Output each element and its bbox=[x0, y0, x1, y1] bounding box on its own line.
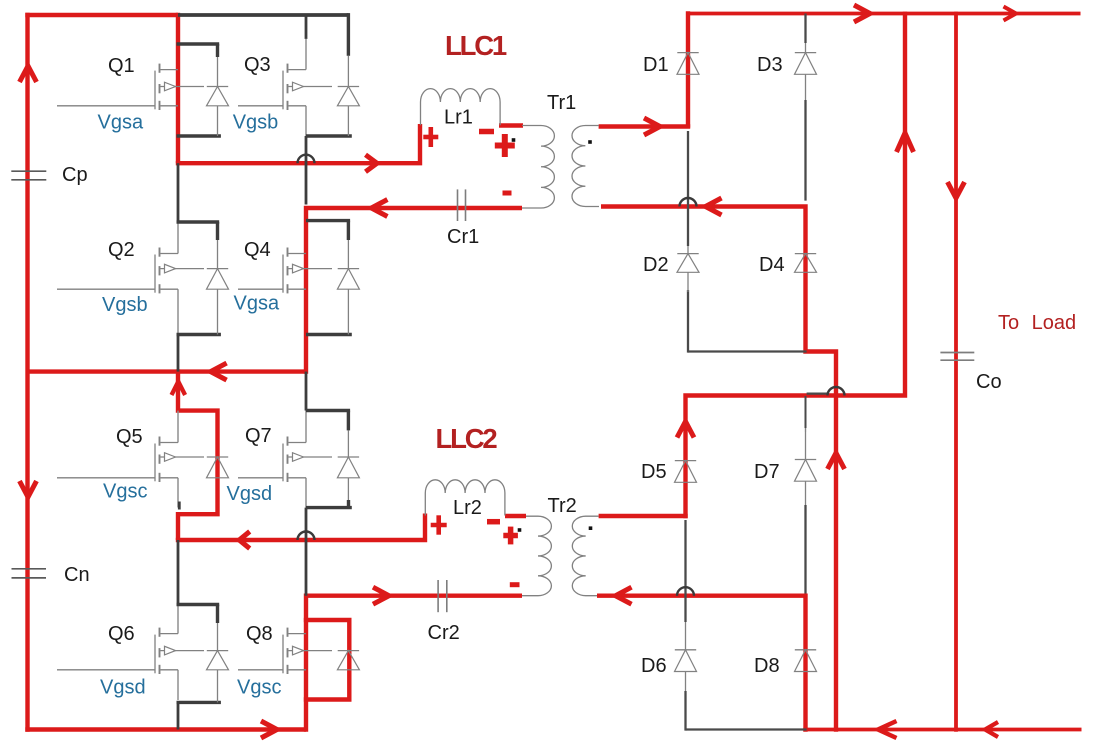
svg-text:Q1: Q1 bbox=[108, 55, 135, 77]
svg-text:Cn: Cn bbox=[64, 564, 90, 586]
svg-text:D7: D7 bbox=[754, 461, 780, 483]
svg-text:Tr1: Tr1 bbox=[547, 92, 576, 114]
svg-text:Vgsd: Vgsd bbox=[227, 483, 273, 505]
svg-text:Q4: Q4 bbox=[244, 239, 271, 261]
svg-text:D5: D5 bbox=[641, 461, 667, 483]
svg-text:To Load: To Load bbox=[998, 312, 1076, 334]
svg-text:D4: D4 bbox=[759, 254, 785, 276]
svg-text:Q3: Q3 bbox=[244, 54, 271, 76]
svg-text:Cr2: Cr2 bbox=[428, 622, 460, 644]
svg-text:D6: D6 bbox=[641, 655, 667, 677]
svg-text:D1: D1 bbox=[643, 54, 669, 76]
svg-text:Cr1: Cr1 bbox=[447, 226, 479, 248]
svg-text:Q7: Q7 bbox=[245, 425, 272, 447]
svg-text:Q8: Q8 bbox=[246, 623, 273, 645]
svg-text:Q2: Q2 bbox=[108, 239, 135, 261]
svg-text:Co: Co bbox=[976, 371, 1002, 393]
svg-text:Vgsa: Vgsa bbox=[98, 111, 144, 133]
svg-text:D8: D8 bbox=[754, 655, 780, 677]
svg-text:Lr2: Lr2 bbox=[453, 497, 482, 519]
svg-text:LLC2: LLC2 bbox=[436, 423, 498, 454]
svg-text:Lr1: Lr1 bbox=[444, 107, 473, 129]
svg-text:Vgsc: Vgsc bbox=[103, 481, 147, 503]
svg-text:D2: D2 bbox=[643, 254, 669, 276]
svg-text:Cp: Cp bbox=[62, 164, 88, 186]
svg-text:Vgsa: Vgsa bbox=[234, 293, 280, 315]
svg-text:Vgsb: Vgsb bbox=[102, 294, 148, 316]
svg-text:LLC1: LLC1 bbox=[445, 30, 507, 61]
svg-text:Q5: Q5 bbox=[116, 426, 143, 448]
svg-text:Tr2: Tr2 bbox=[548, 495, 577, 517]
svg-text:Vgsc: Vgsc bbox=[237, 677, 281, 699]
svg-text:Vgsb: Vgsb bbox=[233, 111, 279, 133]
svg-text:Vgsd: Vgsd bbox=[100, 677, 146, 699]
svg-text:D3: D3 bbox=[757, 54, 783, 76]
svg-text:Q6: Q6 bbox=[108, 623, 135, 645]
